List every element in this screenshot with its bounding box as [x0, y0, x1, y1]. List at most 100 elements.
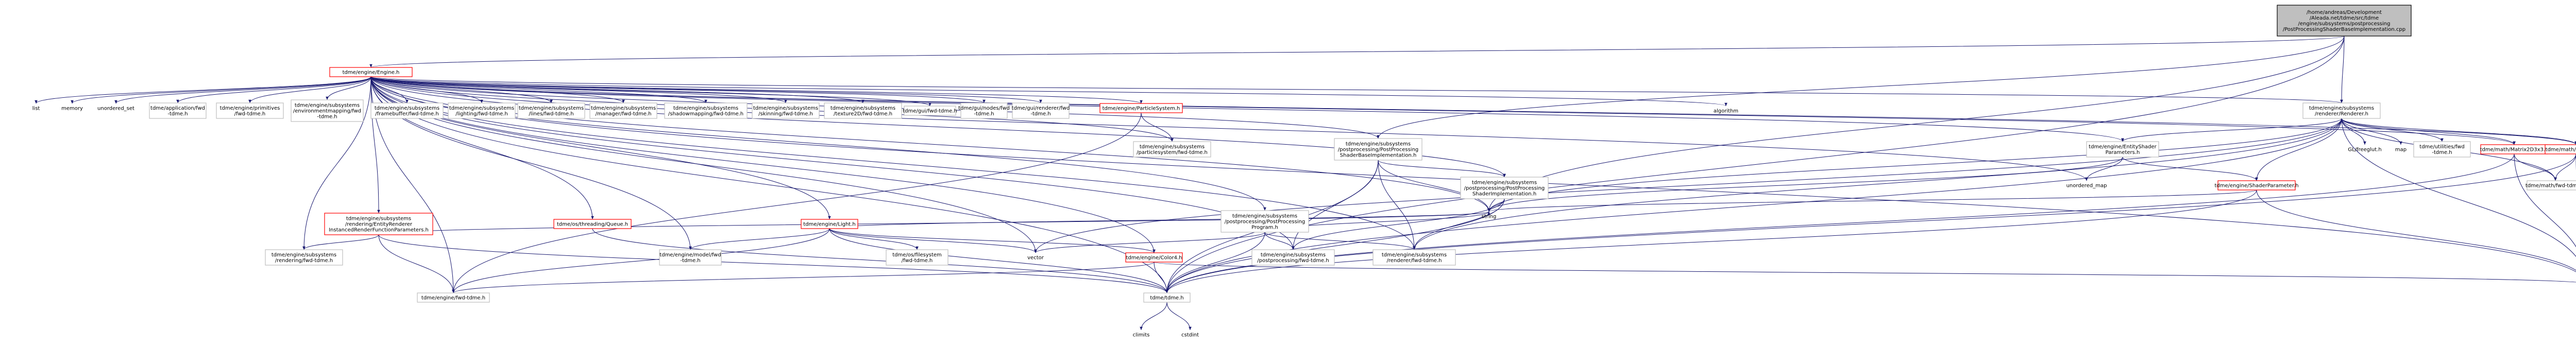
node-shaderparameter[interactable]: tdme/engine/ShaderParameter.h: [2214, 180, 2299, 190]
node-matrix2d3x3[interactable]: tdme/math/Matrix2D3x3.h: [2480, 144, 2549, 154]
node-label: cstdint: [1181, 333, 1199, 338]
node-label: /texture2D/fwd-tdme.h: [834, 111, 892, 117]
node-label: /renderer/fwd-tdme.h: [1387, 258, 1442, 264]
node-label: tdme/engine/subsystems: [1382, 252, 1447, 258]
node-label: /engine/subsystems/postprocessing: [2298, 21, 2391, 27]
node-label: -tdme.h: [974, 111, 994, 117]
dependency-edge: [2121, 118, 2342, 142]
node-label: /lines/fwd-tdme.h: [529, 111, 573, 117]
dependency-edge: [378, 234, 1168, 293]
node-label: tdme/engine/subsystems: [295, 103, 360, 109]
node-envmapping-fwd[interactable]: tdme/engine/subsystems/environmentmappin…: [291, 99, 364, 122]
dependency-edge: [114, 76, 371, 104]
dependency-edge: [452, 112, 1142, 293]
node-label: string: [1482, 214, 1497, 220]
node-ppsbi-h[interactable]: tdme/engine/subsystems/postprocessing/Po…: [1334, 138, 1422, 161]
node-rendering-fwd[interactable]: tdme/engine/subsystems/rendering/fwd-tdm…: [265, 249, 343, 266]
node-label: tdme/engine/subsystems: [1261, 252, 1326, 258]
node-matrix4x4[interactable]: tdme/math/Matrix4x4.h: [2545, 144, 2576, 154]
node-math-fwd[interactable]: tdme/math/fwd-tdme.h: [2526, 180, 2576, 190]
node-rendering-entity-params[interactable]: tdme/engine/subsystems/rendering/EntityR…: [324, 213, 433, 235]
dependency-edge: [2514, 153, 2557, 181]
dependency-edge: [1165, 153, 2576, 293]
node-label: tdme/engine/subsystems: [449, 106, 514, 111]
node-framebuffer-fwd[interactable]: tdme/engine/subsystems/framebuffer/fwd-t…: [370, 102, 444, 119]
dependency-edge: [2554, 153, 2576, 181]
node-texture2d-fwd[interactable]: tdme/engine/subsystems/texture2D/fwd-tdm…: [824, 102, 902, 119]
node-engine[interactable]: tdme/engine/Engine.h: [329, 67, 413, 77]
node-box: [1334, 138, 1422, 161]
node-lines-fwd[interactable]: tdme/engine/subsystems/lines/fwd-tdme.h: [517, 102, 585, 119]
node-label: /postprocessing/PostProcessing: [1338, 147, 1419, 153]
node-ppsi-h[interactable]: tdme/engine/subsystems/postprocessing/Po…: [1460, 177, 1549, 199]
node-box: [329, 67, 413, 77]
node-label: -tdme.h: [1030, 111, 1050, 117]
node-label: /fwd-tdme.h: [902, 258, 933, 264]
node-label: unordered_set: [97, 106, 134, 112]
node-application-fwd[interactable]: tdme/application/fwd-tdme.h: [149, 102, 207, 119]
dependency-edge: [378, 211, 1490, 235]
node-particlesystem-fwd[interactable]: tdme/engine/subsystems/particlesystem/fw…: [1133, 141, 1211, 158]
dependency-edge: [1487, 118, 2342, 212]
node-renderer-fwd[interactable]: tdme/gui/renderer/fwd-tdme.h: [1012, 102, 1070, 119]
node-filesystem-fwd[interactable]: tdme/os/filesystem/fwd-tdme.h: [886, 249, 948, 266]
node-label: tdme/gui/fwd-tdme.h: [903, 109, 957, 114]
node-postproc-fwd[interactable]: tdme/engine/subsystems/postprocessing/fw…: [1251, 249, 1335, 266]
node-renderer-fwd2[interactable]: tdme/engine/subsystems/renderer/fwd-tdme…: [1372, 249, 1456, 266]
node-threading-queue[interactable]: tdme/os/threading/Queue.h: [553, 219, 632, 229]
node-lighting-fwd[interactable]: tdme/engine/subsystems/lighting/fwd-tdme…: [448, 102, 516, 119]
dependency-edge: [370, 76, 787, 103]
node-box: [448, 102, 516, 119]
dependency-edge: [829, 228, 1037, 253]
dependency-edge: [1378, 160, 1506, 178]
node-root: /home/andreas/Development/Aleada.net/tdm…: [2277, 5, 2412, 37]
node-particlesystem-h[interactable]: tdme/engine/ParticleSystem.h: [1099, 103, 1183, 113]
dependency-edge: [370, 76, 1042, 103]
node-light-h[interactable]: tdme/engine/Light.h: [801, 219, 858, 229]
node-label: tdme/engine/subsystems: [375, 106, 439, 111]
node-renderer-h[interactable]: tdme/engine/subsystems/renderer/Renderer…: [2302, 102, 2381, 119]
node-label: -tdme.h: [317, 114, 337, 120]
node-tdme-h[interactable]: tdme/tdme.h: [1143, 292, 1191, 303]
node-label: climits: [1133, 333, 1150, 338]
node-label: tdme/application/fwd: [150, 106, 205, 111]
node-manager-fwd[interactable]: tdme/engine/subsystems/manager/fwd-tdme.…: [589, 102, 657, 119]
node-map: map: [2395, 147, 2406, 153]
node-shadowmapping-fwd[interactable]: tdme/engine/subsystems/shadowmapping/fwd…: [664, 102, 748, 119]
node-engine-fwd[interactable]: tdme/engine/fwd-tdme.h: [417, 292, 490, 303]
dependency-edge: [2341, 118, 2576, 257]
node-box: [149, 102, 207, 119]
node-skinning-fwd[interactable]: tdme/engine/subsystems/skinning/fwd-tdme…: [752, 102, 820, 119]
node-primitives-fwd[interactable]: tdme/engine/primitives/fwd-tdme.h: [216, 102, 284, 119]
node-box: [801, 219, 858, 229]
dependency-edge: [370, 76, 865, 103]
node-model-fwd[interactable]: tdme/engine/model/fwd-tdme.h: [659, 249, 722, 266]
node-label: tdme/os/threading/Queue.h: [557, 222, 628, 228]
node-box: [2217, 180, 2296, 190]
node-ppprogram-h[interactable]: tdme/engine/subsystems/postprocessing/Po…: [1221, 210, 1309, 233]
node-utilities-fwd[interactable]: tdme/utilities/fwd-tdme.h: [2413, 141, 2471, 158]
node-label: /manager/fwd-tdme.h: [596, 111, 652, 117]
dependency-edge: [1165, 232, 1265, 293]
node-color4-h[interactable]: tdme/engine/Color4.h: [1125, 252, 1183, 263]
node-label: vector: [1027, 255, 1044, 261]
dependency-edge: [370, 76, 931, 107]
node-box: [664, 102, 748, 119]
node-nodes-fwd[interactable]: tdme/gui/nodes/fwd-tdme.h: [958, 102, 1010, 119]
node-box: [1099, 103, 1183, 113]
node-box: [824, 102, 902, 119]
node-label: -tdme.h: [167, 111, 188, 117]
node-label: tdme/engine/Engine.h: [343, 70, 400, 76]
node-memory: memory: [61, 106, 83, 112]
dependency-edge: [370, 76, 1168, 293]
dependency-edge: [1378, 160, 1416, 250]
node-gui-fwd[interactable]: tdme/gui/fwd-tdme.h: [903, 106, 957, 116]
dependency-edge: [2340, 36, 2345, 103]
dependency-edge: [1264, 232, 1295, 250]
node-label: /particlesystem/fwd-tdme.h: [1137, 150, 1208, 155]
dependency-edge: [370, 36, 2345, 68]
node-label: /skinning/fwd-tdme.h: [758, 111, 813, 117]
dependency-edge: [370, 76, 2088, 181]
